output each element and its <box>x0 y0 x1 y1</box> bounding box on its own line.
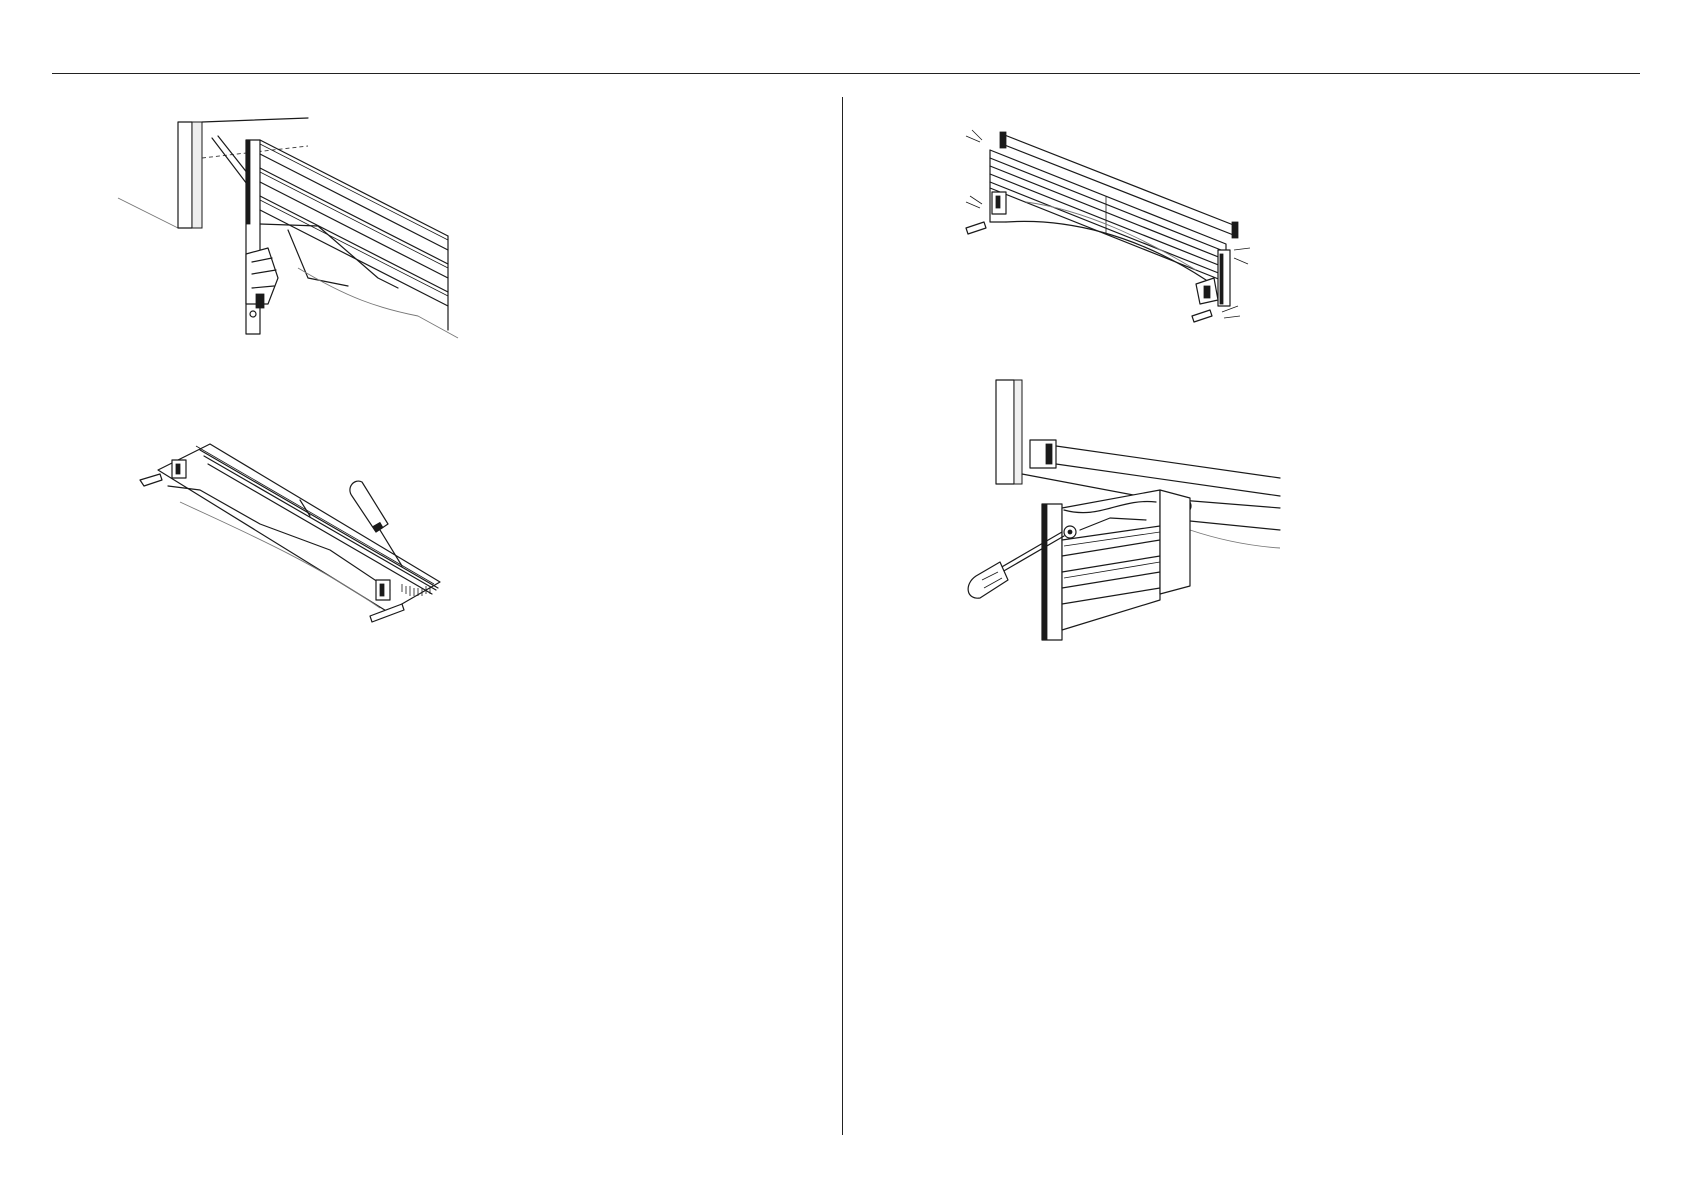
column-divider <box>842 97 843 1135</box>
illustration-plinth-insertion <box>118 118 458 350</box>
illustration-plinth-screw-fastening <box>960 380 1290 642</box>
plinth-snap-fit-icon <box>966 130 1256 330</box>
illustration-plinth-snap-fit <box>966 130 1256 330</box>
hinged-plinth-insertion-icon <box>118 118 458 350</box>
header-rule <box>52 73 1640 74</box>
illustration-plinth-clip-screwdriver <box>140 440 450 625</box>
plinth-screw-fastening-icon <box>960 380 1290 642</box>
plinth-clip-with-screwdriver-icon <box>140 440 450 625</box>
